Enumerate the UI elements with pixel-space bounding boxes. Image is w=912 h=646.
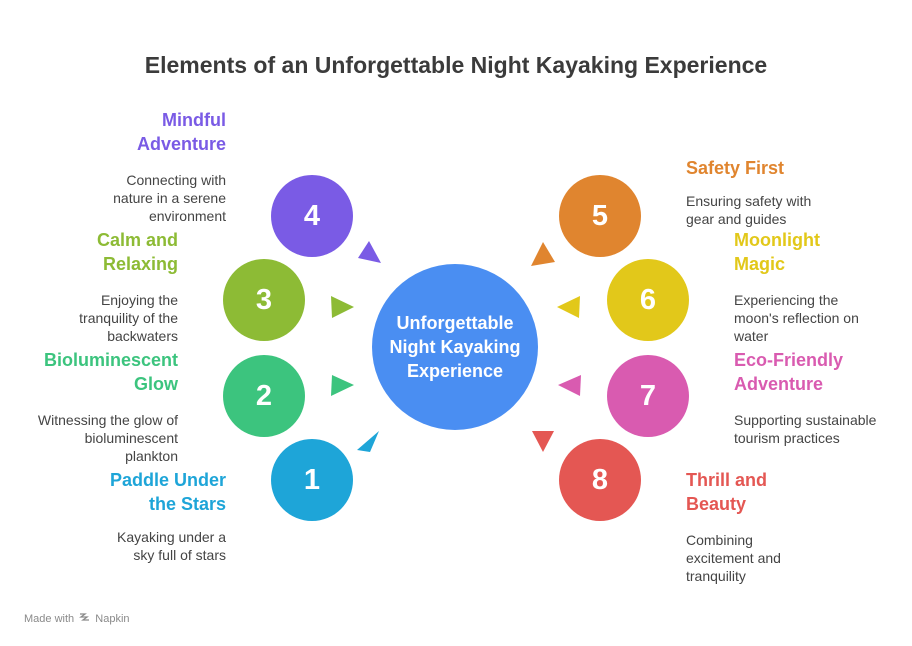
item-desc-3: Enjoying the tranquility of the backwate… (79, 292, 178, 344)
item-desc-4: Connecting with nature in a serene envir… (113, 172, 226, 224)
item-title-5: Safety First (686, 158, 785, 178)
item-desc-5: Ensuring safety with gear and guides (686, 193, 812, 227)
arrow-3 (331, 296, 354, 318)
footer-brand: Napkin (95, 613, 130, 625)
center-circle: Unforgettable Night Kayaking Experience (372, 264, 538, 430)
item-number-2: 2 (255, 379, 273, 412)
item-number-8: 8 (591, 463, 609, 496)
item-number-4: 4 (303, 199, 321, 232)
item-title-3: Calm and Relaxing (96, 230, 178, 274)
arrow-8 (532, 431, 554, 452)
item-circle-4: 4 (271, 175, 353, 257)
item-desc-7: Supporting sustainable tourism practices (734, 412, 877, 446)
arrow-1 (357, 431, 379, 452)
page-title: Elements of an Unforgettable Night Kayak… (144, 52, 768, 78)
center-label: Unforgettable Night Kayaking Experience (389, 313, 521, 381)
item-number-6: 6 (639, 283, 657, 316)
arrow-7 (558, 375, 581, 396)
item-circle-7: 7 (607, 355, 689, 437)
item-desc-2: Witnessing the glow of bioluminescent pl… (37, 412, 178, 464)
item-desc-1: Kayaking under a sky full of stars (117, 529, 226, 563)
item-title-6: Moonlight Magic (734, 230, 820, 274)
item-title-8: Thrill and Beauty (686, 470, 767, 514)
item-number-7: 7 (639, 379, 657, 412)
item-desc-8: Combining excitement and tranquility (686, 532, 781, 584)
footer-made-with: Made with (24, 613, 75, 625)
item-title-4: Mindful Adventure (136, 110, 226, 154)
item-title-2: Bioluminescent Glow (43, 350, 178, 394)
item-desc-6: Experiencing the moon's reflection on wa… (734, 292, 859, 344)
arrow-6 (557, 296, 580, 318)
item-circle-8: 8 (559, 439, 641, 521)
item-number-5: 5 (591, 199, 609, 232)
item-title-7: Eco-Friendly Adventure (734, 350, 844, 394)
napkin-logo-icon (79, 612, 90, 625)
item-number-3: 3 (255, 283, 273, 316)
arrow-2 (331, 375, 354, 396)
item-circle-3: 3 (223, 259, 305, 341)
item-circle-6: 6 (607, 259, 689, 341)
item-circle-2: 2 (223, 355, 305, 437)
footer: Made with Napkin (24, 612, 130, 625)
item-circle-1: 1 (271, 439, 353, 521)
item-number-1: 1 (303, 463, 321, 496)
item-circle-5: 5 (559, 175, 641, 257)
arrow-4 (358, 241, 381, 263)
arrow-5 (531, 242, 555, 266)
item-title-1: Paddle Under the Stars (109, 470, 226, 514)
